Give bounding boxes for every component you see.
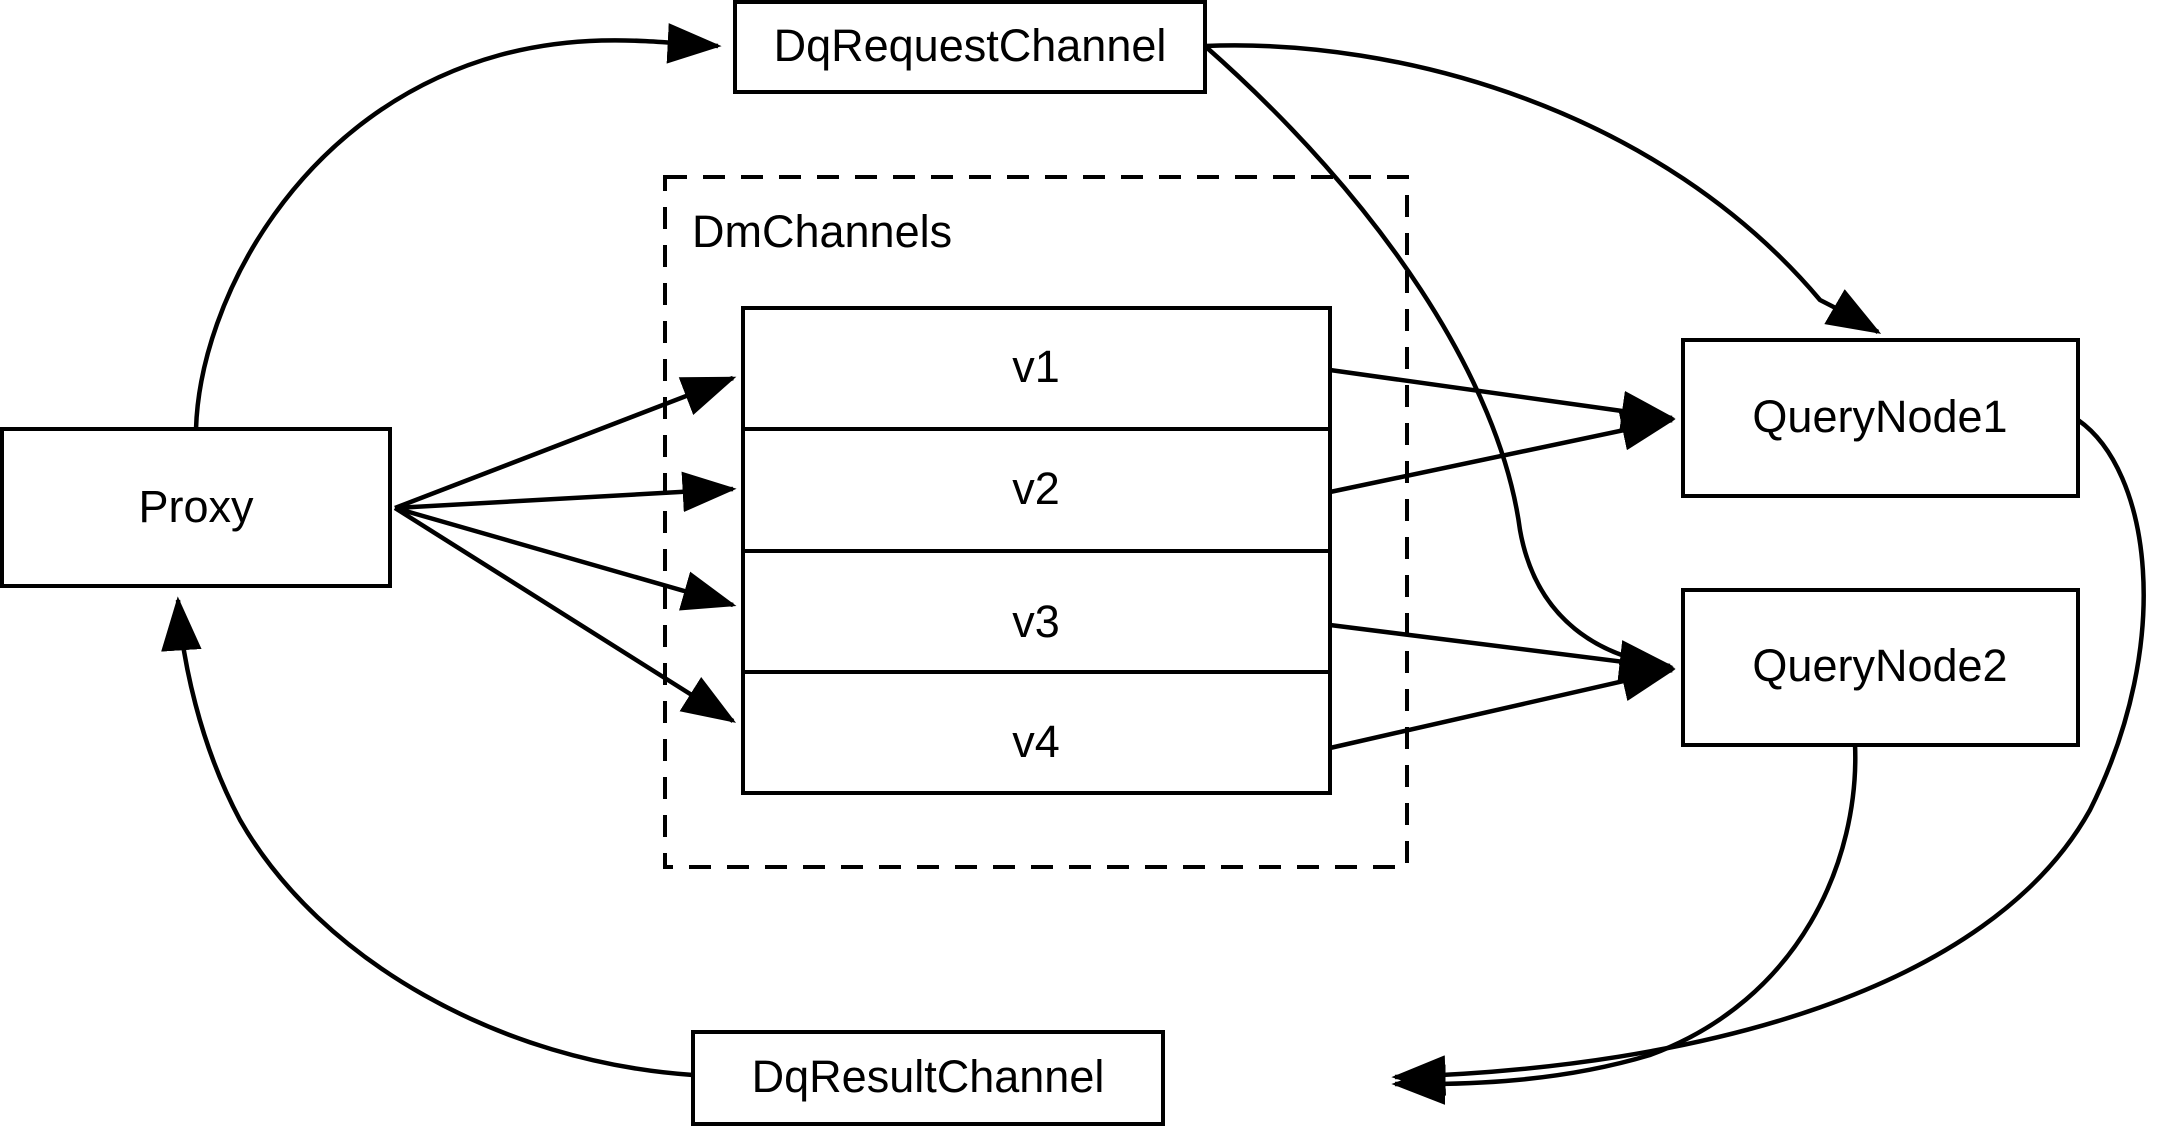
edge-v3-to-querynode2 — [1329, 622, 1676, 682]
node-proxy[interactable] — [0, 427, 392, 588]
node-dq-request-channel[interactable] — [733, 0, 1207, 94]
edge-querynode1-to-dqresultchannel — [1391, 418, 2146, 1096]
edge-dqrequestchannel-to-querynode2 — [1203, 44, 1674, 681]
edge-proxy-to-v1 — [394, 375, 737, 511]
edge-proxy-to-v4 — [393, 506, 737, 723]
edge-dqrequestchannel-to-querynode1 — [1204, 43, 1882, 334]
dm-channel-row-v2: v2 — [1012, 463, 1060, 514]
edge-dqresultchannel-to-proxy — [161, 596, 694, 1078]
edge-v2-to-querynode1 — [1329, 410, 1676, 495]
node-dq-request-channel-label: DqRequestChannel — [774, 20, 1167, 71]
node-proxy-label: Proxy — [138, 481, 254, 532]
edge-v4-to-querynode2 — [1329, 661, 1676, 751]
node-dq-result-channel-label: DqResultChannel — [752, 1051, 1105, 1102]
node-query-node-2[interactable] — [1681, 588, 2080, 747]
dm-channels-group-label: DmChannels — [692, 206, 952, 257]
dm-channels-group — [663, 175, 1409, 869]
edge-v1-to-querynode1 — [1329, 367, 1676, 432]
edge-proxy-to-v2 — [394, 471, 737, 513]
dm-channel-row-v3: v3 — [1012, 596, 1060, 647]
dm-channel-row-v4: v4 — [1012, 716, 1060, 767]
node-query-node-2-label: QueryNode2 — [1752, 640, 2007, 691]
edge-proxy-to-dqrequestchannel — [193, 23, 722, 430]
edge-querynode2-to-dqresultchannel — [1391, 743, 1858, 1105]
node-query-node-1[interactable] — [1681, 338, 2080, 498]
dm-channel-row-v1: v1 — [1012, 341, 1060, 392]
edge-proxy-to-v3 — [394, 505, 737, 611]
node-dq-result-channel[interactable] — [691, 1030, 1165, 1126]
node-query-node-1-label: QueryNode1 — [1752, 391, 2007, 442]
